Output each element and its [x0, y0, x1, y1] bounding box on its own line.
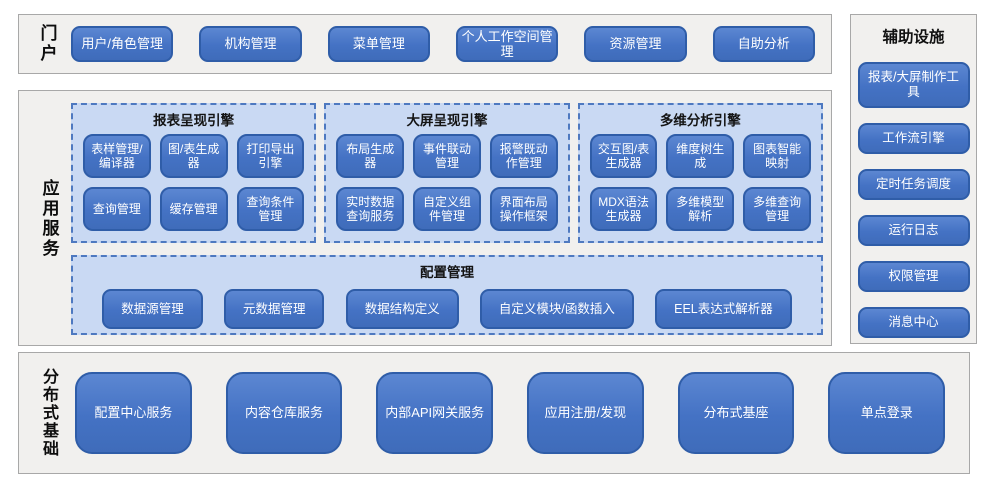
dist-item-sso[interactable]: 单点登录 [828, 372, 946, 454]
config-item-eel-parser[interactable]: EEL表达式解析器 [655, 289, 792, 329]
portal-button-resource[interactable]: 资源管理 [584, 26, 687, 62]
aux-item-message-center[interactable]: 消息中心 [857, 307, 970, 338]
bigscreen-engine-item-0[interactable]: 布局生成器 [336, 134, 405, 178]
aux-item-report-tool[interactable]: 报表/大屏制作工具 [857, 62, 970, 108]
report-engine-item-3[interactable]: 查询管理 [83, 187, 151, 231]
config-management-panel: 配置管理 数据源管理 元数据管理 数据结构定义 自定义模块/函数插入 EEL表达… [71, 255, 823, 335]
bigscreen-engine-item-5[interactable]: 界面布局操作框架 [489, 187, 558, 231]
portal-button-row: 用户/角色管理 机构管理 菜单管理 个人工作空间管理 资源管理 自助分析 [71, 21, 815, 67]
app-services-section: 应用服务 报表呈现引擎 表样管理/编译器 图/表生成器 打印导出引擎 查询管理 … [18, 90, 832, 346]
dist-item-api-gateway[interactable]: 内部API网关服务 [376, 372, 494, 454]
aux-item-runlog[interactable]: 运行日志 [857, 215, 970, 246]
config-item-datasource[interactable]: 数据源管理 [102, 289, 203, 329]
bigscreen-engine-title: 大屏呈现引擎 [406, 113, 488, 128]
config-management-title: 配置管理 [420, 265, 474, 280]
dist-item-app-registry[interactable]: 应用注册/发现 [527, 372, 644, 454]
report-engine-panel: 报表呈现引擎 表样管理/编译器 图/表生成器 打印导出引擎 查询管理 缓存管理 … [71, 103, 317, 243]
portal-button-org[interactable]: 机构管理 [199, 26, 302, 62]
bigscreen-engine-panel: 大屏呈现引擎 布局生成器 事件联动管理 报警既动作管理 实时数据查询服务 自定义… [324, 103, 570, 243]
portal-button-workspace[interactable]: 个人工作空间管理 [455, 26, 559, 62]
config-item-structure[interactable]: 数据结构定义 [345, 289, 459, 329]
distributed-label: 分布式基础 [40, 368, 57, 458]
app-services-content: 报表呈现引擎 表样管理/编译器 图/表生成器 打印导出引擎 查询管理 缓存管理 … [71, 103, 823, 335]
aux-item-workflow[interactable]: 工作流引擎 [857, 123, 970, 154]
portal-button-menu[interactable]: 菜单管理 [327, 26, 430, 62]
bigscreen-engine-item-2[interactable]: 报警既动作管理 [489, 134, 558, 178]
distributed-foundation-section: 分布式基础 配置中心服务 内容仓库服务 内部API网关服务 应用注册/发现 分布… [18, 352, 970, 474]
bigscreen-engine-item-3[interactable]: 实时数据查询服务 [336, 187, 405, 231]
portal-section: 门户 用户/角色管理 机构管理 菜单管理 个人工作空间管理 资源管理 自助分析 [18, 14, 832, 74]
config-item-custom-module[interactable]: 自定义模块/函数插入 [479, 289, 634, 329]
distributed-button-row: 配置中心服务 内容仓库服务 内部API网关服务 应用注册/发现 分布式基座 单点… [75, 363, 946, 463]
bigscreen-engine-item-4[interactable]: 自定义组件管理 [413, 187, 481, 231]
dist-item-base[interactable]: 分布式基座 [677, 372, 795, 454]
aux-item-scheduler[interactable]: 定时任务调度 [857, 169, 970, 200]
aux-item-permission[interactable]: 权限管理 [857, 261, 970, 292]
olap-engine-title: 多维分析引擎 [659, 113, 741, 128]
bigscreen-engine-item-1[interactable]: 事件联动管理 [413, 134, 481, 178]
portal-label: 门户 [37, 24, 57, 64]
app-services-label: 应用服务 [39, 179, 59, 259]
report-engine-item-0[interactable]: 表样管理/编译器 [83, 134, 151, 178]
portal-button-selfservice[interactable]: 自助分析 [712, 26, 815, 62]
engines-row: 报表呈现引擎 表样管理/编译器 图/表生成器 打印导出引擎 查询管理 缓存管理 … [71, 103, 823, 243]
report-engine-item-1[interactable]: 图/表生成器 [159, 134, 228, 178]
olap-engine-item-2[interactable]: 图表智能映射 [743, 134, 811, 178]
report-engine-item-4[interactable]: 缓存管理 [159, 187, 228, 231]
portal-button-user-role[interactable]: 用户/角色管理 [71, 26, 174, 62]
olap-engine-panel: 多维分析引擎 交互图/表生成器 维度树生成 图表智能映射 MDX语法生成器 多维… [577, 103, 823, 243]
olap-engine-item-1[interactable]: 维度树生成 [666, 134, 735, 178]
olap-engine-item-5[interactable]: 多维查询管理 [743, 187, 811, 231]
auxiliary-title: 辅助设施 [882, 29, 945, 46]
olap-engine-item-0[interactable]: 交互图/表生成器 [589, 134, 658, 178]
auxiliary-section: 辅助设施 报表/大屏制作工具 工作流引擎 定时任务调度 运行日志 权限管理 消息… [850, 14, 977, 344]
olap-engine-item-3[interactable]: MDX语法生成器 [589, 187, 658, 231]
report-engine-item-2[interactable]: 打印导出引擎 [236, 134, 305, 178]
report-engine-item-5[interactable]: 查询条件管理 [236, 187, 305, 231]
olap-engine-item-4[interactable]: 多维模型解析 [666, 187, 735, 231]
dist-item-config-center[interactable]: 配置中心服务 [75, 372, 192, 454]
config-item-metadata[interactable]: 元数据管理 [223, 289, 325, 329]
report-engine-title: 报表呈现引擎 [153, 113, 235, 128]
dist-item-content-repo[interactable]: 内容仓库服务 [225, 372, 343, 454]
